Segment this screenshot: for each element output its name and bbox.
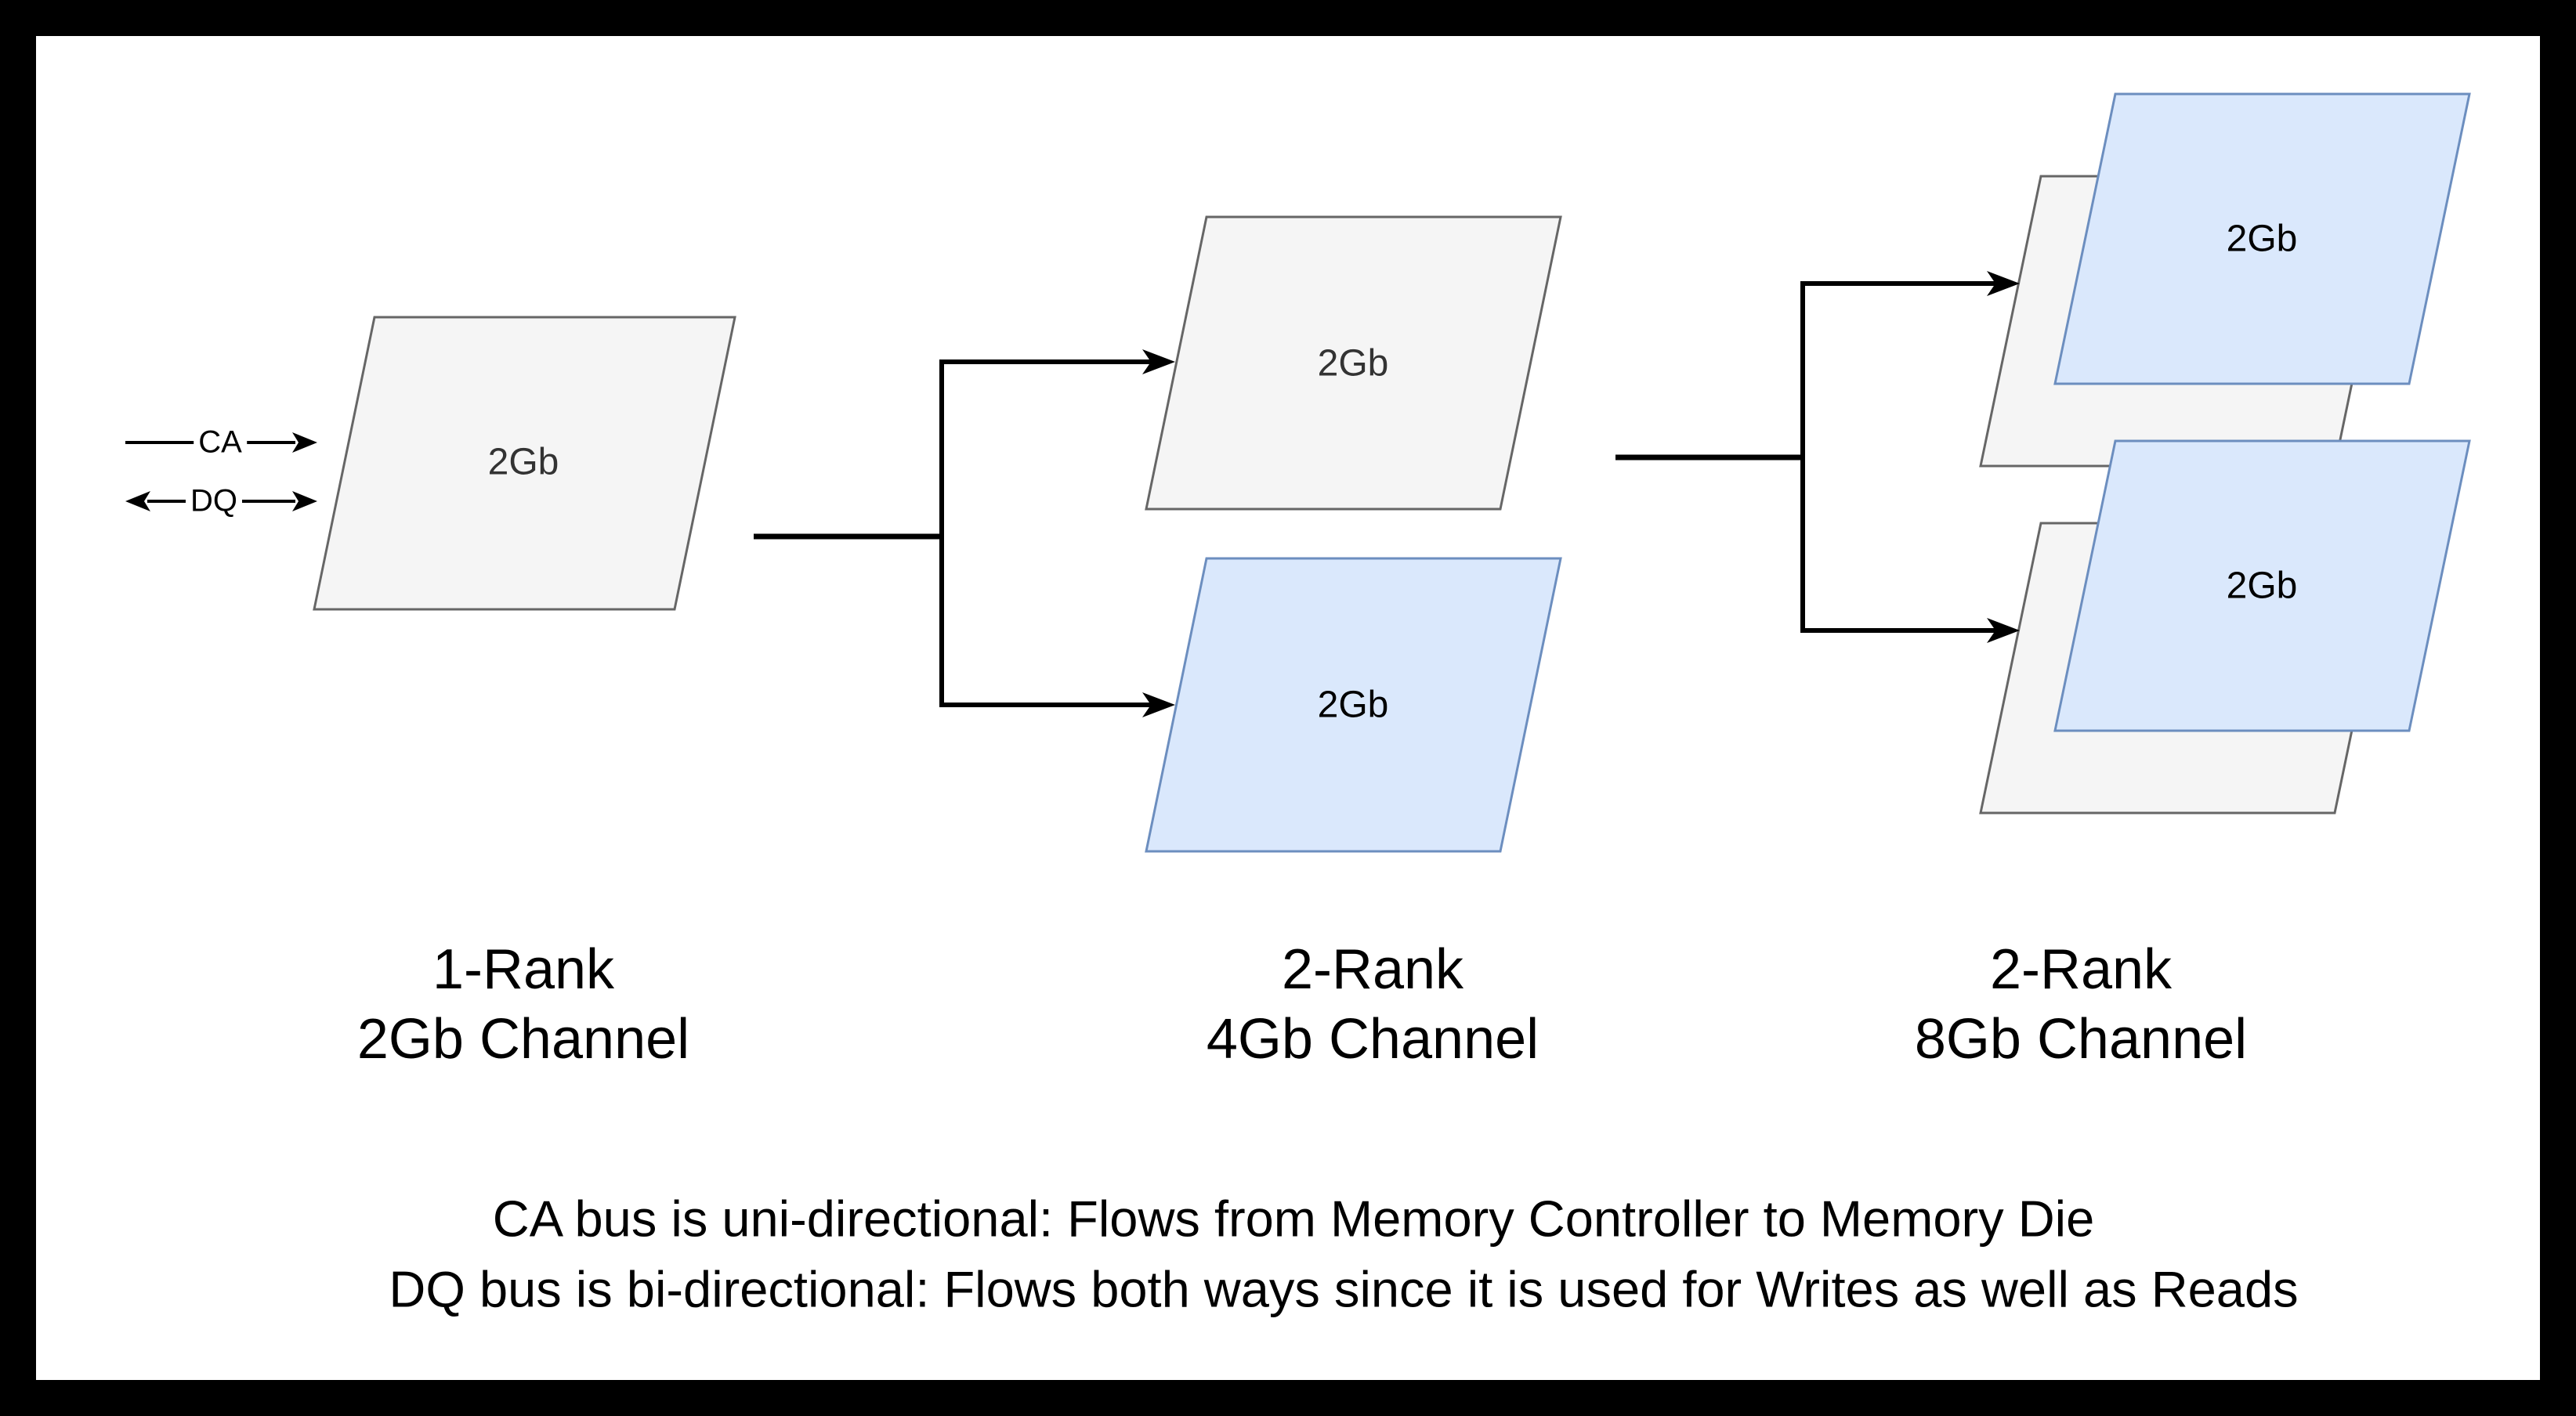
caption-2rank-8gb: 2-Rank 8Gb Channel: [1915, 935, 2247, 1075]
caption-2rank-4gb: 2-Rank 4Gb Channel: [1207, 935, 1539, 1075]
dq-arrow-left-icon: [125, 491, 150, 511]
arrow-to-4gb-rank1-icon: [1142, 349, 1175, 374]
die-capacity-label: 2Gb: [2226, 565, 2298, 607]
footnote-dq-bus: DQ bus is bi-directional: Flows both way…: [389, 1260, 2299, 1318]
die-capacity-label: 2Gb: [1317, 684, 1389, 726]
arrow-to-8gb-rank1-icon: [1987, 271, 2020, 296]
caption-line: 4Gb Channel: [1206, 1008, 1539, 1071]
ca-bus-label: CA: [194, 424, 247, 461]
footnote-ca-bus: CA bus is uni-directional: Flows from Me…: [492, 1190, 2095, 1248]
die-2gb-channel-rank1: [313, 316, 736, 611]
ca-arrow-right-icon: [292, 432, 317, 453]
caption-line: 2Gb Channel: [356, 1008, 690, 1071]
die-8gb-channel-rank1-front: [2053, 92, 2471, 385]
die-8gb-channel-rank2-front: [2053, 439, 2471, 732]
dq-bus-label: DQ: [186, 483, 242, 519]
die-capacity-label: 2Gb: [1317, 342, 1389, 385]
die-capacity-label: 2Gb: [487, 441, 559, 483]
arrow-to-4gb-rank2-icon: [1142, 692, 1175, 717]
die-capacity-label: 2Gb: [2226, 218, 2298, 260]
die-4gb-channel-rank2: [1145, 557, 1562, 853]
arrow-to-8gb-rank2-icon: [1987, 618, 2020, 643]
die-4gb-channel-rank1: [1145, 215, 1562, 511]
caption-line: 2-Rank: [1281, 938, 1464, 1001]
caption-line: 2-Rank: [1989, 938, 2173, 1001]
caption-line: 1-Rank: [432, 938, 615, 1001]
caption-1rank-2gb: 1-Rank 2Gb Channel: [357, 935, 689, 1075]
dq-arrow-right-icon: [292, 491, 317, 511]
caption-line: 8Gb Channel: [1914, 1008, 2248, 1071]
